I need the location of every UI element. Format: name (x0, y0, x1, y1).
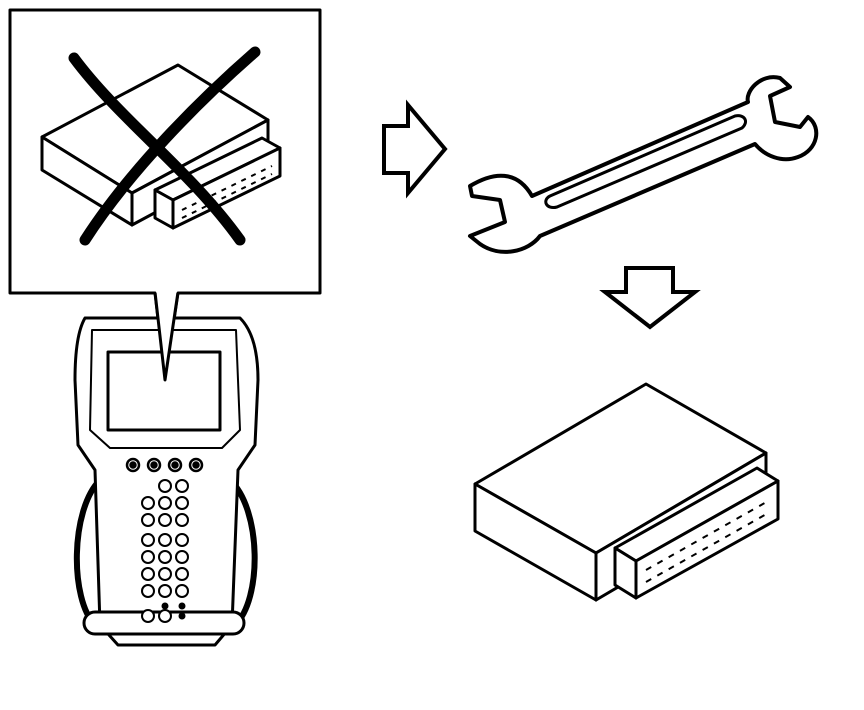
right-arrow-icon (382, 99, 448, 199)
down-arrow-icon (599, 266, 701, 330)
crossed-out-module-icon (40, 46, 282, 246)
module-icon (473, 382, 780, 602)
wrench-icon (468, 75, 819, 254)
scan-tool-icon (73, 287, 260, 647)
